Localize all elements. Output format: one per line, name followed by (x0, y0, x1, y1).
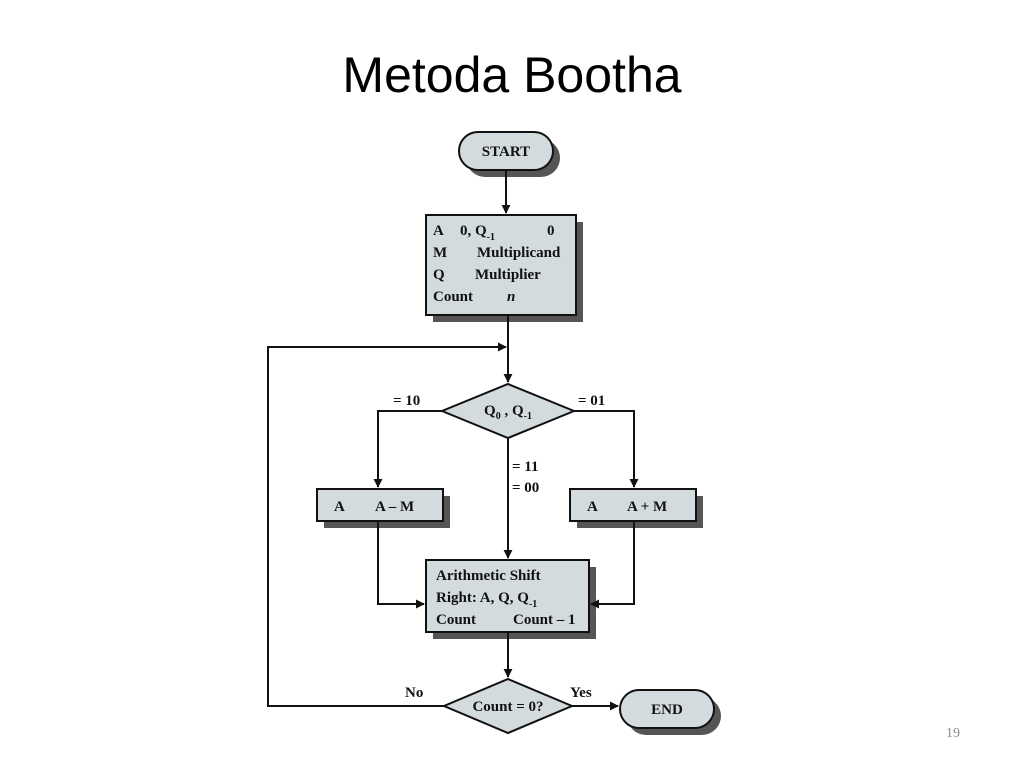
subtract-expr: A – M (375, 499, 414, 515)
end-label: END (651, 702, 683, 718)
start-terminal: START (458, 131, 560, 177)
shift-box: Arithmetic Shift Right: A, Q, Q-1 Count … (425, 559, 596, 639)
add-reg: A (587, 499, 598, 515)
end-terminal: END (619, 689, 721, 735)
init-reg-m: M (433, 245, 447, 261)
init-box: A 0, Q-1 0 M Multiplicand Q Multiplier C… (425, 214, 583, 322)
add-box: A A + M (569, 488, 703, 528)
page-number: 19 (946, 726, 960, 741)
decision-count: Count = 0? (441, 677, 575, 735)
label-branch-11: = 11 (512, 459, 538, 475)
subtract-box: A A – M (316, 488, 450, 528)
arrow-branch-01 (574, 410, 639, 488)
init-val-a: 0, Q-1 (460, 223, 495, 243)
label-yes: Yes (570, 685, 592, 701)
slide-title: Metoda Bootha (342, 47, 682, 103)
shift-count-expr: Count – 1 (513, 612, 576, 628)
init-val-count: n (507, 289, 515, 305)
arrow-add-to-shift (590, 521, 635, 609)
subtract-reg: A (334, 499, 345, 515)
label-branch-00: = 00 (512, 480, 539, 496)
label-branch-01: = 01 (578, 393, 605, 409)
init-val-a-q: 0 (547, 223, 555, 239)
init-reg-q: Q (433, 267, 445, 283)
init-reg-count: Count (433, 289, 473, 305)
decision-q-bits: Q0 , Q-1 (439, 382, 577, 440)
arrow-sub-to-shift (377, 521, 425, 609)
decision-q-bits-label: Q0 , Q-1 (484, 403, 532, 422)
shift-count-reg: Count (436, 612, 476, 628)
init-val-m: Multiplicand (477, 245, 561, 261)
shift-line2: Right: A, Q, Q-1 (436, 590, 537, 610)
start-label: START (482, 144, 530, 160)
connectors (267, 170, 639, 711)
shift-line1: Arithmetic Shift (436, 568, 541, 584)
init-reg-a: A (433, 223, 444, 239)
label-no: No (405, 685, 423, 701)
arrow-branch-10 (373, 410, 442, 488)
arrow-no-loop (267, 342, 507, 707)
label-branch-10: = 10 (393, 393, 420, 409)
add-expr: A + M (627, 499, 667, 515)
init-val-q: Multiplier (475, 267, 541, 283)
decision-count-label: Count = 0? (472, 699, 543, 715)
